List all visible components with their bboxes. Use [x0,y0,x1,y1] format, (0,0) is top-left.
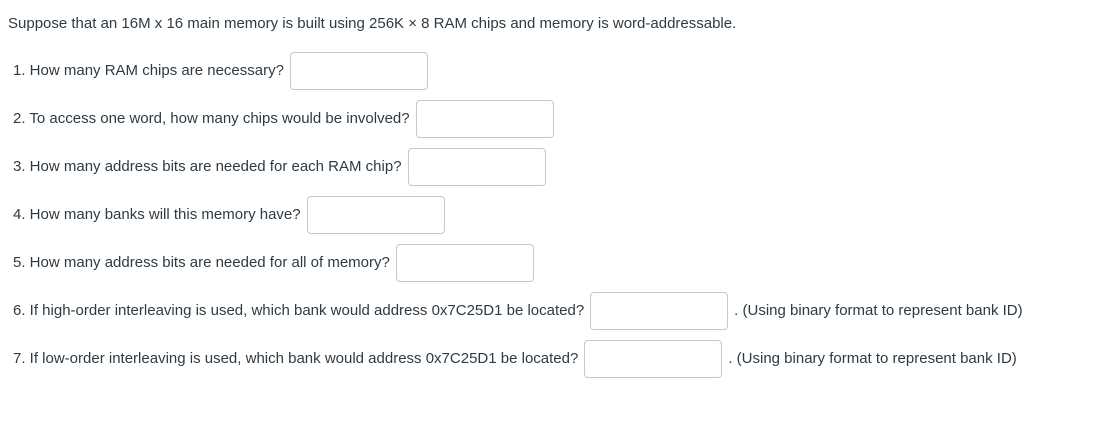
question-5-label: 5. How many address bits are needed for … [13,254,390,271]
question-1-answer-input[interactable] [289,51,428,90]
question-row-4: 4. How many banks will this memory have? [13,195,1099,234]
question-2-answer-input[interactable] [415,99,554,138]
question-4-label: 4. How many banks will this memory have? [13,206,301,223]
question-list: 1. How many RAM chips are necessary? 2. … [0,51,1099,378]
question-7-label: 7. If low-order interleaving is used, wh… [13,350,579,367]
question-5-answer-input[interactable] [395,243,534,282]
question-7-answer-input[interactable] [584,339,723,378]
question-6-label: 6. If high-order interleaving is used, w… [13,302,585,319]
question-row-2: 2. To access one word, how many chips wo… [13,99,1099,138]
question-3-label: 3. How many address bits are needed for … [13,158,402,175]
question-row-1: 1. How many RAM chips are necessary? [13,51,1099,90]
question-1-label: 1. How many RAM chips are necessary? [13,62,284,79]
question-row-5: 5. How many address bits are needed for … [13,243,1099,282]
question-7-suffix: . (Using binary format to represent bank… [728,350,1017,367]
question-6-suffix: . (Using binary format to represent bank… [734,302,1023,319]
question-row-6: 6. If high-order interleaving is used, w… [13,291,1099,330]
question-2-label: 2. To access one word, how many chips wo… [13,110,410,127]
question-row-3: 3. How many address bits are needed for … [13,147,1099,186]
quiz-question-page: Suppose that an 16M x 16 main memory is … [0,15,1099,378]
question-intro-text: Suppose that an 16M x 16 main memory is … [8,15,737,32]
question-row-7: 7. If low-order interleaving is used, wh… [13,339,1099,378]
question-4-answer-input[interactable] [306,195,445,234]
question-3-answer-input[interactable] [407,147,546,186]
question-6-answer-input[interactable] [590,291,729,330]
